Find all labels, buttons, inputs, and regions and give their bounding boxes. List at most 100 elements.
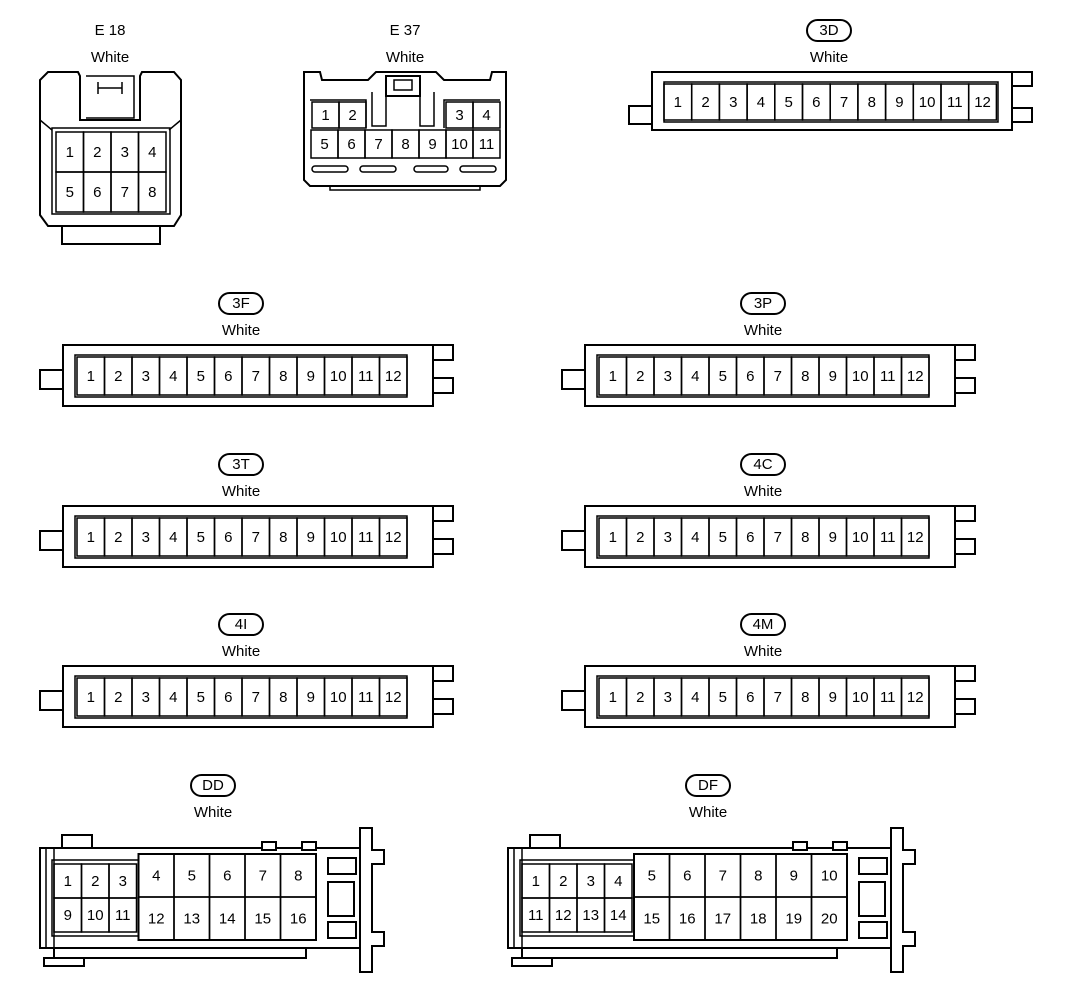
pin-cavity xyxy=(810,896,848,941)
connector-tab xyxy=(561,690,586,711)
pin-number: 12 xyxy=(907,529,924,546)
pin-number: 11 xyxy=(880,368,896,385)
lock-slot xyxy=(858,857,888,875)
pin-number: 3 xyxy=(119,873,127,890)
connector-code: 3P xyxy=(754,295,772,312)
connector-color: White xyxy=(689,804,727,821)
pin-number: 9 xyxy=(307,529,315,546)
connector-code: 4M xyxy=(753,616,774,633)
pin-number: 9 xyxy=(64,907,72,924)
pin-number: 4 xyxy=(614,873,622,890)
pin-cavity xyxy=(137,171,167,213)
connector-latch xyxy=(261,841,277,851)
pin-number: 9 xyxy=(790,868,798,885)
pin-cavity xyxy=(900,677,930,717)
pin-number: 11 xyxy=(358,368,374,385)
pin-number: 1 xyxy=(87,529,95,546)
pin-number: 3 xyxy=(664,529,672,546)
pin-number: 2 xyxy=(114,689,122,706)
connector-latch xyxy=(86,75,135,119)
pin-number: 20 xyxy=(821,911,838,928)
pin-number: 6 xyxy=(683,868,691,885)
pin-number: 2 xyxy=(636,368,644,385)
pin-number: 6 xyxy=(224,368,232,385)
pin-cavity xyxy=(603,897,633,933)
pin-number: 6 xyxy=(746,368,754,385)
pin-number: 3 xyxy=(664,689,672,706)
connector-base xyxy=(521,947,838,959)
connector-latch xyxy=(954,665,976,682)
pin-number: 2 xyxy=(114,368,122,385)
pin-number: 9 xyxy=(307,368,315,385)
pin-number: 5 xyxy=(719,529,727,546)
pin-number: 3 xyxy=(142,529,150,546)
connector-latch xyxy=(61,834,93,849)
pin-number: 7 xyxy=(121,184,129,201)
vent-slot xyxy=(311,165,349,173)
connector-color: White xyxy=(91,49,129,66)
pin-number: 7 xyxy=(774,529,782,546)
connector-latch xyxy=(792,841,808,851)
pin-number: 6 xyxy=(93,184,101,201)
pin-cavity xyxy=(472,101,501,129)
connector-color: White xyxy=(222,643,260,660)
pin-number: 10 xyxy=(330,529,347,546)
pin-number: 2 xyxy=(559,873,567,890)
lock-slot xyxy=(327,881,355,917)
pin-number: 7 xyxy=(252,368,260,385)
pin-number: 1 xyxy=(321,107,329,124)
connector-tab xyxy=(561,530,586,551)
pin-number: 5 xyxy=(197,689,205,706)
pin-number: 8 xyxy=(279,689,287,706)
pin-number: 8 xyxy=(801,529,809,546)
pin-number: 3 xyxy=(142,689,150,706)
pin-number: 2 xyxy=(93,144,101,161)
pin-number: 9 xyxy=(428,136,436,153)
pin-cavity xyxy=(967,83,998,121)
pin-number: 10 xyxy=(852,529,869,546)
connector-base xyxy=(329,185,481,191)
pin-number: 5 xyxy=(197,368,205,385)
connector-code: E 37 xyxy=(390,22,421,39)
pin-number: 15 xyxy=(643,911,660,928)
connector-base xyxy=(53,947,307,959)
pin-cavity xyxy=(900,517,930,557)
pin-number: 12 xyxy=(385,689,402,706)
pin-number: 11 xyxy=(115,907,131,924)
connector-tab xyxy=(561,369,586,390)
connector-latch xyxy=(432,538,454,555)
pin-cavity xyxy=(472,129,501,159)
pin-number: 8 xyxy=(754,868,762,885)
connector-latch xyxy=(954,344,976,361)
pin-number: 18 xyxy=(750,911,767,928)
pin-number: 6 xyxy=(746,529,754,546)
pin-number: 12 xyxy=(385,368,402,385)
vent-slot xyxy=(413,165,449,173)
pin-number: 3 xyxy=(455,107,463,124)
pin-number: 6 xyxy=(224,529,232,546)
connector-code-badge xyxy=(740,292,786,315)
pin-cavity xyxy=(108,897,138,933)
pin-number: 16 xyxy=(679,911,696,928)
connector-latch xyxy=(432,344,454,361)
pin-cavity xyxy=(338,101,367,129)
pin-number: 5 xyxy=(648,868,656,885)
connector-latch xyxy=(954,505,976,522)
connector-color: White xyxy=(744,483,782,500)
connector-code: 3F xyxy=(232,295,250,312)
pin-number: 3 xyxy=(587,873,595,890)
pin-number: 11 xyxy=(880,529,896,546)
pin-number: 2 xyxy=(701,94,709,111)
pin-number: 8 xyxy=(148,184,156,201)
pin-number: 10 xyxy=(821,868,838,885)
connector-latch xyxy=(432,665,454,682)
connector-color: White xyxy=(744,322,782,339)
pin-number: 15 xyxy=(254,911,271,928)
pin-number: 9 xyxy=(307,689,315,706)
connector-code: DF xyxy=(698,777,718,794)
pin-number: 16 xyxy=(290,911,307,928)
